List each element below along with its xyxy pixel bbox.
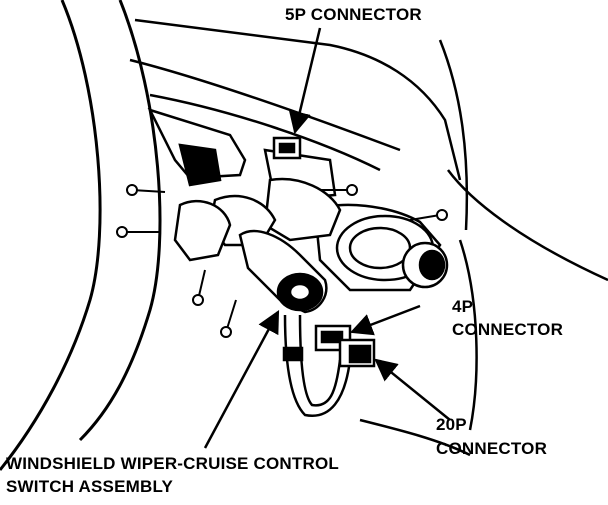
arrow-4p (349, 304, 421, 336)
screws (116, 184, 448, 338)
arrow-assembly (203, 310, 280, 449)
screw-bottom-1 (192, 269, 206, 306)
label-20p-connector-line1: 20P (436, 415, 467, 434)
label-4p-connector-line1: 4P (452, 297, 474, 316)
label-4p-connector-line2: CONNECTOR (452, 320, 564, 339)
screw-right-upper (320, 184, 358, 196)
label-5p-connector: 5P CONNECTOR (285, 5, 422, 24)
screw-right (409, 209, 448, 221)
label-20p-connector-line2: CONNECTOR (436, 439, 548, 458)
connector-20p-part (338, 338, 376, 368)
screw-left-upper (126, 184, 166, 196)
label-assembly-line1: WINDSHIELD WIPER-CRUISE CONTROL (6, 454, 339, 473)
connector-5p-part (272, 136, 302, 160)
leader-lines (203, 27, 451, 449)
wiring-harness (282, 314, 352, 417)
steering-wheel-rim (0, 0, 162, 471)
label-assembly-line2: SWITCH ASSEMBLY (6, 477, 174, 496)
wiper-stalk (238, 229, 328, 314)
column-body (147, 107, 449, 292)
screw-left-lower (116, 226, 160, 238)
arrow-5p (288, 27, 322, 135)
dashboard-outline (129, 18, 608, 457)
arrow-20p (374, 358, 451, 421)
screw-bottom-2 (220, 299, 237, 338)
